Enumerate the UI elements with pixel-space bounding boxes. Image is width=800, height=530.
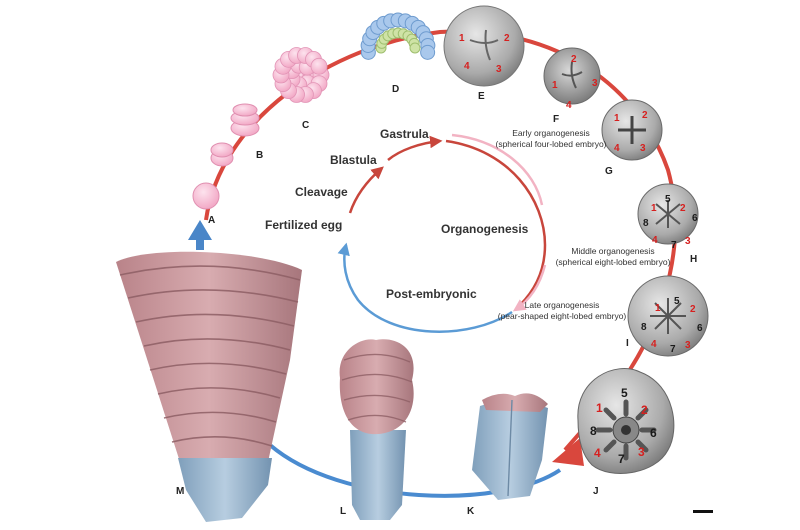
h-num-3: 3	[685, 236, 691, 247]
e-num-2: 2	[504, 33, 510, 44]
j-num-8: 8	[590, 424, 597, 438]
j-num-7: 7	[618, 452, 625, 466]
i-num-3: 3	[685, 340, 691, 351]
j-num-3: 3	[638, 445, 645, 459]
gastrula-d	[360, 12, 436, 60]
f-num-2: 2	[571, 54, 577, 65]
endoderm-cell	[409, 42, 421, 54]
e-num-4: 4	[464, 61, 470, 72]
h-num-2: 2	[680, 203, 686, 214]
panel-letter-i: I	[626, 338, 629, 349]
panel-letter-h: H	[690, 254, 697, 265]
panel-letter-c: C	[302, 120, 309, 131]
i-num-7: 7	[670, 344, 676, 355]
panel-letter-a: A	[208, 215, 215, 226]
g-num-2: 2	[642, 110, 648, 121]
j-num-4: 4	[594, 446, 601, 460]
coral-k	[472, 393, 548, 500]
h-num-5: 5	[665, 194, 671, 205]
coral-l	[339, 339, 414, 520]
h-num-8: 8	[643, 218, 649, 229]
h-num-6: 6	[692, 213, 698, 224]
f-num-1: 1	[552, 80, 558, 91]
label-fertilized-egg: Fertilized egg	[265, 218, 342, 232]
i-num-8: 8	[641, 322, 647, 333]
arrow-up-to-a-icon	[188, 220, 212, 250]
j-num-2: 2	[641, 403, 648, 417]
i-num-6: 6	[697, 323, 703, 334]
scale-bar	[693, 510, 713, 513]
label-cleavage: Cleavage	[295, 185, 348, 199]
inner-arc-pink	[451, 133, 547, 310]
inner-arc-early	[348, 166, 384, 214]
annot-middle-1: Middle organogenesis	[571, 246, 654, 256]
egg-a	[192, 182, 220, 210]
annot-late-2: (pear-shaped eight-lobed embryo)	[498, 311, 627, 321]
e-num-3: 3	[496, 64, 502, 75]
i-num-4: 4	[651, 339, 657, 350]
embryo-i	[627, 275, 709, 357]
embryo-f	[543, 47, 601, 105]
blastomere-cell	[310, 57, 328, 75]
panel-letter-k: K	[467, 506, 475, 517]
h-num-1: 1	[651, 203, 657, 214]
f-num-4: 4	[566, 100, 572, 111]
j-num-6: 6	[650, 426, 657, 440]
panel-letter-d: D	[392, 84, 399, 95]
blastula-c	[272, 47, 330, 103]
embryo-e	[443, 5, 525, 87]
label-organogenesis: Organogenesis	[441, 222, 529, 236]
g-num-1: 1	[614, 113, 620, 124]
panel-letter-f: F	[553, 114, 559, 125]
panel-letter-j: J	[593, 486, 599, 497]
annot-early-1: Early organogenesis	[512, 128, 590, 138]
label-post-embryonic: Post-embryonic	[386, 287, 477, 301]
embryo-h	[637, 183, 699, 245]
h-num-4: 4	[652, 235, 658, 246]
panel-letter-l: L	[340, 506, 346, 517]
g-num-3: 3	[640, 143, 646, 154]
inner-arc-red-right	[445, 139, 547, 306]
j-num-5: 5	[621, 386, 628, 400]
outer-arrowhead-j	[552, 438, 584, 466]
g-num-4: 4	[614, 143, 620, 154]
embryo-g	[601, 99, 663, 161]
cleavage-b2	[230, 103, 260, 137]
annot-late-1: Late organogenesis	[525, 300, 600, 310]
panel-letter-e: E	[478, 91, 485, 102]
annot-middle-2: (spherical eight-lobed embryo)	[556, 257, 671, 267]
ectoderm-cell	[420, 44, 436, 60]
j-num-1: 1	[596, 401, 603, 415]
panel-letter-b: B	[256, 150, 263, 161]
panel-letter-m: M	[176, 486, 184, 497]
panel-letter-g: G	[605, 166, 613, 177]
inner-arc-cleavage	[387, 135, 443, 161]
h-num-7: 7	[671, 240, 677, 251]
embryo-j	[577, 368, 675, 474]
i-num-1: 1	[655, 303, 661, 314]
i-num-2: 2	[690, 304, 696, 315]
e-num-1: 1	[459, 33, 465, 44]
label-gastrula: Gastrula	[380, 127, 429, 141]
annot-early-2: (spherical four-lobed embryo)	[495, 139, 606, 149]
f-num-3: 3	[592, 78, 598, 89]
inner-arc-blue	[337, 242, 513, 333]
coral-m	[116, 251, 302, 522]
cleavage-b	[210, 142, 234, 167]
i-num-5: 5	[674, 296, 680, 307]
label-blastula: Blastula	[330, 153, 377, 167]
